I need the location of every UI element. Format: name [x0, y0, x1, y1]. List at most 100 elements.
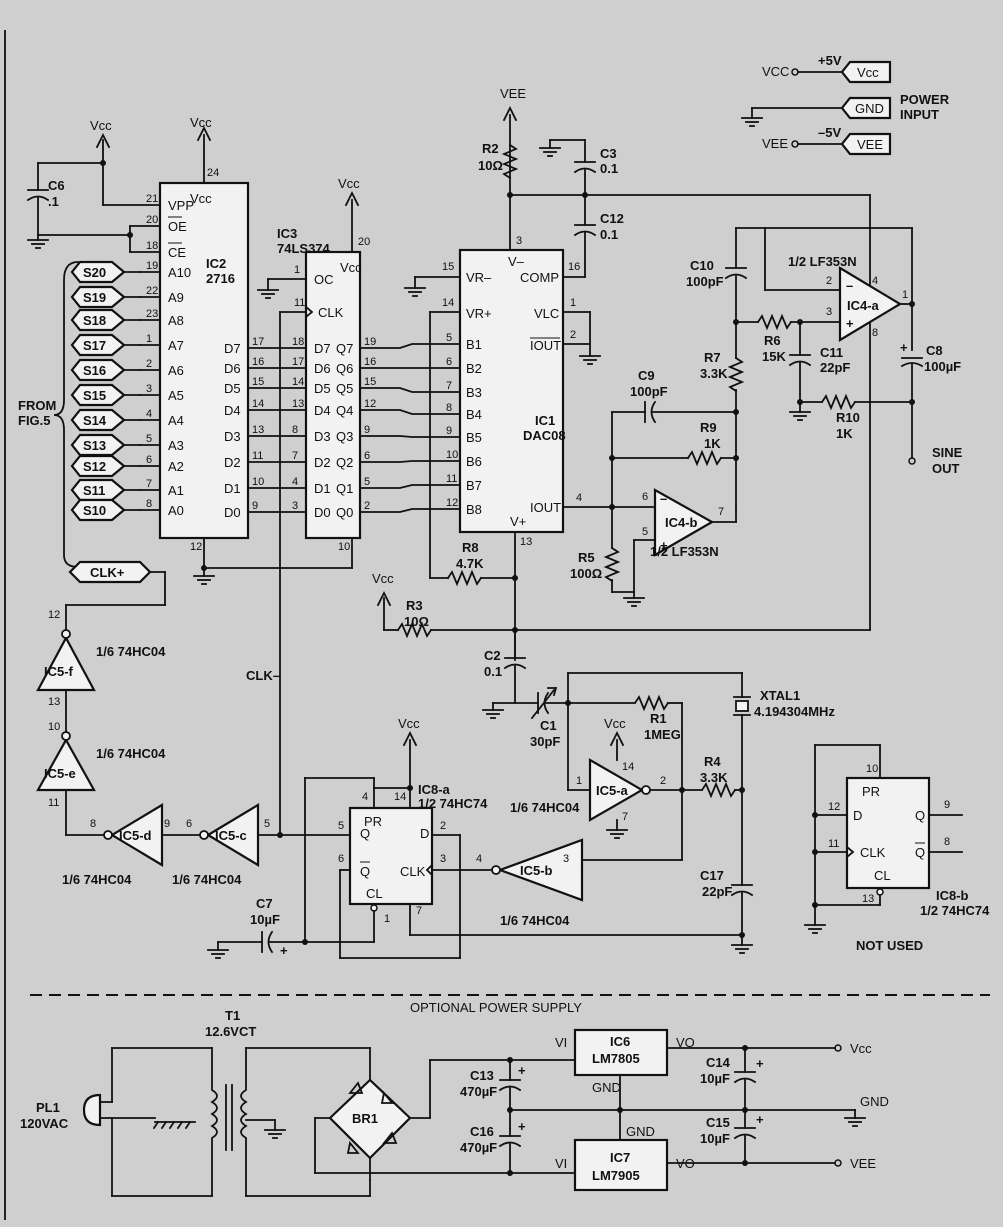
ic3-d-pin: 17	[292, 356, 304, 368]
ic2-data-label: D3	[224, 429, 241, 444]
t1-value: 12.6VCT	[205, 1024, 256, 1039]
ic4b-pin-noninv: 5	[642, 526, 648, 538]
ic3-ref: IC3	[277, 226, 297, 241]
c10-ref: C10	[690, 258, 714, 273]
ic8a-pr: PR	[364, 814, 382, 829]
r9-value: 1K	[704, 436, 721, 451]
ic4b-part: 1/2 LF353N	[650, 544, 719, 559]
ic3-q-label: Q1	[336, 481, 353, 496]
ic8a-clk: CLK	[400, 864, 426, 879]
switch-label: S18	[83, 313, 106, 328]
ic2-eprom: IC2 2716 Vcc Vcc 24 12	[158, 115, 250, 571]
ic3-q-pin: 2	[364, 500, 370, 512]
ic3-vcc-rail: Vcc	[338, 176, 360, 191]
ic2-pin-number: 19	[146, 260, 158, 272]
ic5a-pin-gnd: 7	[622, 811, 628, 823]
ic3-d-pin: 8	[292, 424, 298, 436]
ic2-pin-label: A8	[168, 313, 184, 328]
svg-text:+: +	[756, 1112, 764, 1127]
ic6-vi: VI	[555, 1035, 567, 1050]
ic5a-pin-out: 2	[660, 775, 666, 787]
ic4b-stage: R7 3.3K C9 100pF R9 1K IC4-b – + 1/2 LF3…	[570, 321, 745, 607]
r3-value: 10Ω	[404, 614, 429, 629]
gnd-input-tag: GND	[855, 101, 884, 116]
ic2-pin-label: A10	[168, 265, 191, 280]
ic5a-part: 1/6 74HC04	[510, 800, 580, 815]
ic1-b-label: B4	[466, 407, 482, 422]
pl1-value: 120VAC	[20, 1116, 69, 1131]
ic2-data-label: D2	[224, 455, 241, 470]
clk-minus-label: CLK–	[246, 668, 280, 683]
vee-input-label: VEE	[762, 136, 788, 151]
ic1-dac: IC1 DAC08 VR– VR+ V– COMP VLC IOUT IOUT …	[404, 86, 613, 661]
r5-ref: R5	[578, 550, 595, 565]
ic1-b-label: B7	[466, 478, 482, 493]
ic2-pin-number: 18	[146, 240, 158, 252]
ic1-b-label: B1	[466, 337, 482, 352]
ic3-d-pin: 13	[292, 398, 304, 410]
ic5c-part: 1/6 74HC04	[172, 872, 242, 887]
ic2-data-pin: 17	[252, 336, 264, 348]
ic4a-opamp: IC4-a 1/2 LF353N – + 2 3 1 4 8 C10 100pF…	[686, 227, 963, 476]
c13-value: 470µF	[460, 1084, 497, 1099]
ic8b-part: 1/2 74HC74	[920, 903, 990, 918]
ic5c-pin-out: 6	[186, 818, 192, 830]
c9-value: 100pF	[630, 384, 668, 399]
c7-value: 10µF	[250, 912, 280, 927]
ic3-q-label: Q2	[336, 455, 353, 470]
clock-chain: IC5-b 1/6 74HC04 3 4 IC8-a 1/2 74HC74 PR…	[36, 560, 745, 959]
ic2-left-pins: VPP21OE20CE18A1019A922A823A71A62A53A44A3…	[139, 193, 194, 518]
ic3-q-label: Q0	[336, 505, 353, 520]
ic2-pin-label: A6	[168, 363, 184, 378]
from-label-1: FROM	[18, 398, 56, 413]
ic2-data-pin: 11	[252, 450, 263, 462]
switch-tag	[70, 308, 126, 332]
switch-label: S20	[83, 265, 106, 280]
switch-label: S12	[83, 459, 106, 474]
ic1-vplus: V+	[510, 514, 526, 529]
c3-ref: C3	[600, 146, 617, 161]
c17-value: 22pF	[702, 884, 732, 899]
ic3-q-label: Q6	[336, 361, 353, 376]
power-input-block: VCC +5V Vcc GND POWER INPUT VEE –5V VEE	[741, 53, 950, 156]
ic2-pin-label: VPP	[168, 198, 194, 213]
ic1-b-label: B3	[466, 385, 482, 400]
ic3-vcc-pin: 20	[358, 236, 370, 248]
ic3-d-pin: 3	[292, 500, 298, 512]
ic3-d-label: D0	[314, 505, 331, 520]
ic7-vi: VI	[555, 1156, 567, 1171]
ic4b-pin-out: 7	[718, 506, 724, 518]
ic1-vlc: VLC	[534, 306, 559, 321]
c14-ref: C14	[706, 1055, 731, 1070]
ic6-part: LM7805	[592, 1051, 640, 1066]
ic3-gnd-pin: 10	[338, 541, 350, 553]
from-fig5-label: FROM FIG.5	[18, 261, 79, 568]
ic4a-pin-v4: 4	[872, 275, 878, 287]
ic1-b-label: B6	[466, 454, 482, 469]
ic5c-pin-in: 5	[264, 818, 270, 830]
c1-ref: C1	[540, 718, 557, 733]
r2-value: 10Ω	[478, 158, 503, 173]
ic3-clk-label: CLK	[318, 305, 344, 320]
ic7-gnd: GND	[626, 1124, 655, 1139]
ic8a-qbar: Q	[360, 864, 370, 879]
c11-ref: C11	[820, 345, 843, 360]
switch-label: S10	[83, 503, 106, 518]
ic1-b-pin: 6	[446, 356, 452, 368]
ic3-q-pin: 12	[364, 398, 376, 410]
r6-value: 15K	[762, 349, 786, 364]
ic5e-pin-out: 10	[48, 721, 60, 733]
svg-text:+: +	[660, 538, 668, 553]
ic1-b-pin: 12	[446, 497, 458, 509]
ic2-data-label: D1	[224, 481, 241, 496]
c8-ref: C8	[926, 343, 943, 358]
psu-title: OPTIONAL POWER SUPPLY	[410, 1000, 582, 1015]
switch-tag	[70, 408, 126, 432]
ic2-pin-number: 8	[146, 498, 152, 510]
power-input-title-1: POWER	[900, 92, 950, 107]
ic8a-pin-gnd: 7	[416, 905, 422, 917]
ic1-vrp: VR+	[466, 306, 492, 321]
xtal1-value: 4.194304MHz	[754, 704, 835, 719]
c9-ref: C9	[638, 368, 655, 383]
